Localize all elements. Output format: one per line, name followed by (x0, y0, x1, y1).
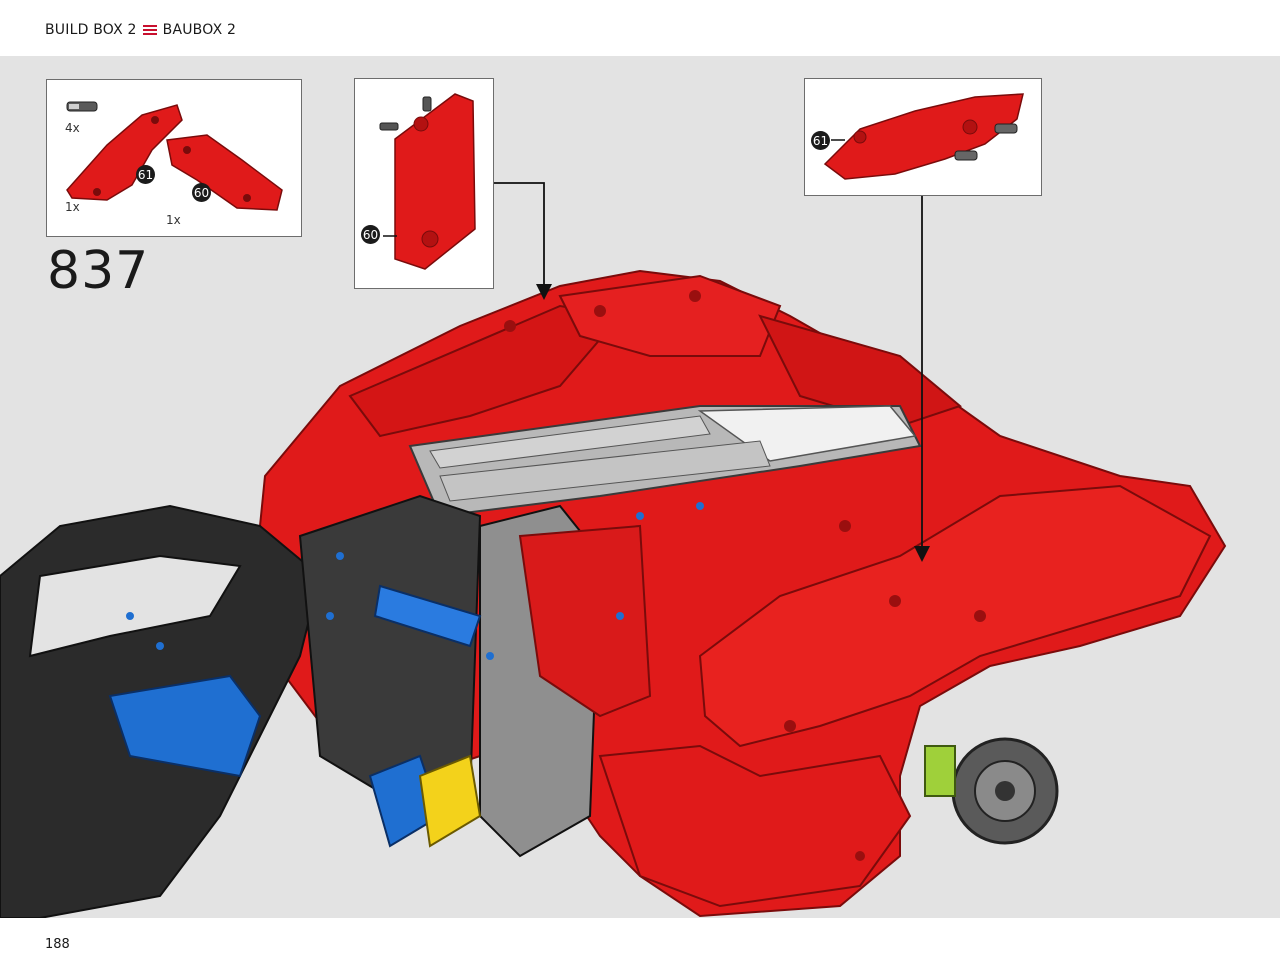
part-number-badge: 60 (192, 183, 211, 202)
subassembly-callout-left: 60 (354, 78, 494, 289)
instruction-illustration: 4x 61 1x 60 1x 837 60 61 (0, 56, 1280, 918)
subassembly-60-art (379, 93, 476, 270)
panel-61-quantity: 1x (65, 200, 80, 214)
subassembly-callout-right: 61 (804, 78, 1042, 196)
subassembly-61-art (823, 93, 1024, 180)
step-number: 837 (47, 241, 150, 301)
page-header: BUILD BOX 2 BAUBOX 2 (45, 20, 236, 40)
connector-pin-icon (66, 101, 98, 112)
parts-list-callout: 4x 61 1x 60 1x (46, 79, 302, 237)
part-number-badge: 61 (136, 165, 155, 184)
equivalence-icon (142, 25, 157, 35)
panel-60-quantity: 1x (166, 213, 181, 227)
build-box-label: BUILD BOX 2 (45, 22, 137, 38)
car-model-render (0, 182, 1227, 918)
part-number-badge: 60 (361, 225, 380, 244)
page-number: 188 (45, 937, 70, 952)
parts-list-art (66, 101, 283, 211)
pin-quantity: 4x (65, 121, 80, 135)
part-number-badge: 61 (811, 131, 830, 150)
baubox-label: BAUBOX 2 (162, 22, 237, 38)
